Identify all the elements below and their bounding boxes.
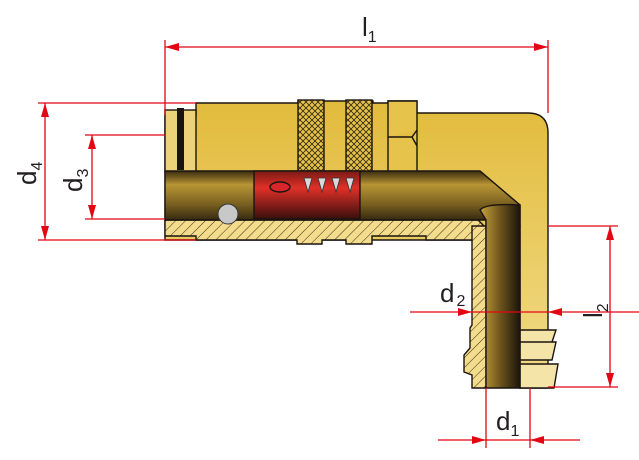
label-l1: l1 xyxy=(362,12,377,46)
hatched-section xyxy=(164,219,500,245)
spring-icon xyxy=(303,177,355,194)
locking-ball xyxy=(217,203,239,225)
label-l2: l2 xyxy=(578,303,612,318)
label-d1: d1 xyxy=(496,406,519,440)
knurled-ring-2 xyxy=(345,99,373,173)
label-d3: d3 xyxy=(58,169,92,192)
svg-text:d3: d3 xyxy=(58,169,92,192)
hose-barbs xyxy=(519,329,559,389)
hatched-leg xyxy=(463,225,487,389)
retaining-ring xyxy=(177,108,184,170)
dimensions xyxy=(38,40,639,448)
hex-nut xyxy=(387,100,418,173)
fitting-body xyxy=(164,99,559,389)
label-d4: d4 xyxy=(12,162,46,185)
svg-text:d4: d4 xyxy=(12,162,46,185)
valve-pin xyxy=(269,181,291,193)
bore-vertical xyxy=(479,203,521,389)
svg-text:l2: l2 xyxy=(578,303,612,318)
knurled-ring-1 xyxy=(297,99,325,173)
